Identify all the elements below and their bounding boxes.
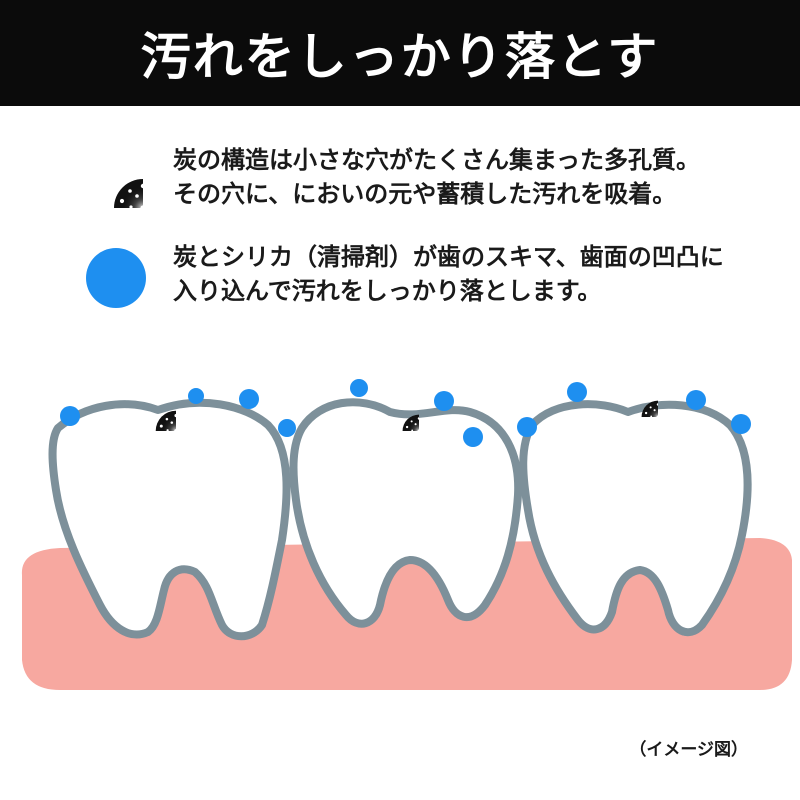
- silica-particle: [278, 419, 296, 437]
- point-text: 炭とシリカ（清掃剤）が歯のスキマ、歯面の凹凸に 入り込んで汚れをしっかり落としま…: [173, 240, 780, 308]
- tooth-left: [48, 398, 291, 641]
- charcoal-particle-icon: [83, 148, 143, 208]
- image-caption: （イメージ図）: [629, 740, 748, 760]
- point-line: 入り込んで汚れをしっかり落とします。: [173, 276, 602, 305]
- silica-particle-icon: [86, 248, 146, 308]
- silica-particle: [350, 379, 368, 397]
- point-text: 炭の構造は小さな穴がたくさん集まった多孔質。 その穴に、においの元や蓄積した汚れ…: [173, 143, 780, 211]
- tooth-middle: [289, 398, 523, 628]
- silica-particle: [188, 388, 204, 404]
- silica-particle: [239, 389, 259, 409]
- silica-particle: [731, 414, 751, 434]
- silica-particle: [434, 391, 454, 411]
- point-line: 炭の構造は小さな穴がたくさん集まった多孔質。: [173, 145, 701, 174]
- tooth-right: [519, 400, 752, 637]
- silica-particle: [517, 417, 537, 437]
- header-banner: 汚れをしっかり落とす: [0, 0, 800, 106]
- teeth-illustration: [21, 379, 792, 690]
- point-silica: 炭とシリカ（清掃剤）が歯のスキマ、歯面の凹凸に 入り込んで汚れをしっかり落としま…: [0, 240, 800, 330]
- point-line: その穴に、においの元や蓄積した汚れを吸着。: [173, 179, 677, 208]
- silica-particle: [686, 390, 706, 410]
- silica-particle: [567, 382, 587, 402]
- silica-particle: [60, 406, 80, 426]
- page-title: 汚れをしっかり落とす: [140, 27, 660, 86]
- point-line: 炭とシリカ（清掃剤）が歯のスキマ、歯面の凹凸に: [173, 242, 724, 271]
- point-charcoal: 炭の構造は小さな穴がたくさん集まった多孔質。 その穴に、においの元や蓄積した汚れ…: [0, 143, 800, 233]
- silica-particle: [463, 427, 483, 447]
